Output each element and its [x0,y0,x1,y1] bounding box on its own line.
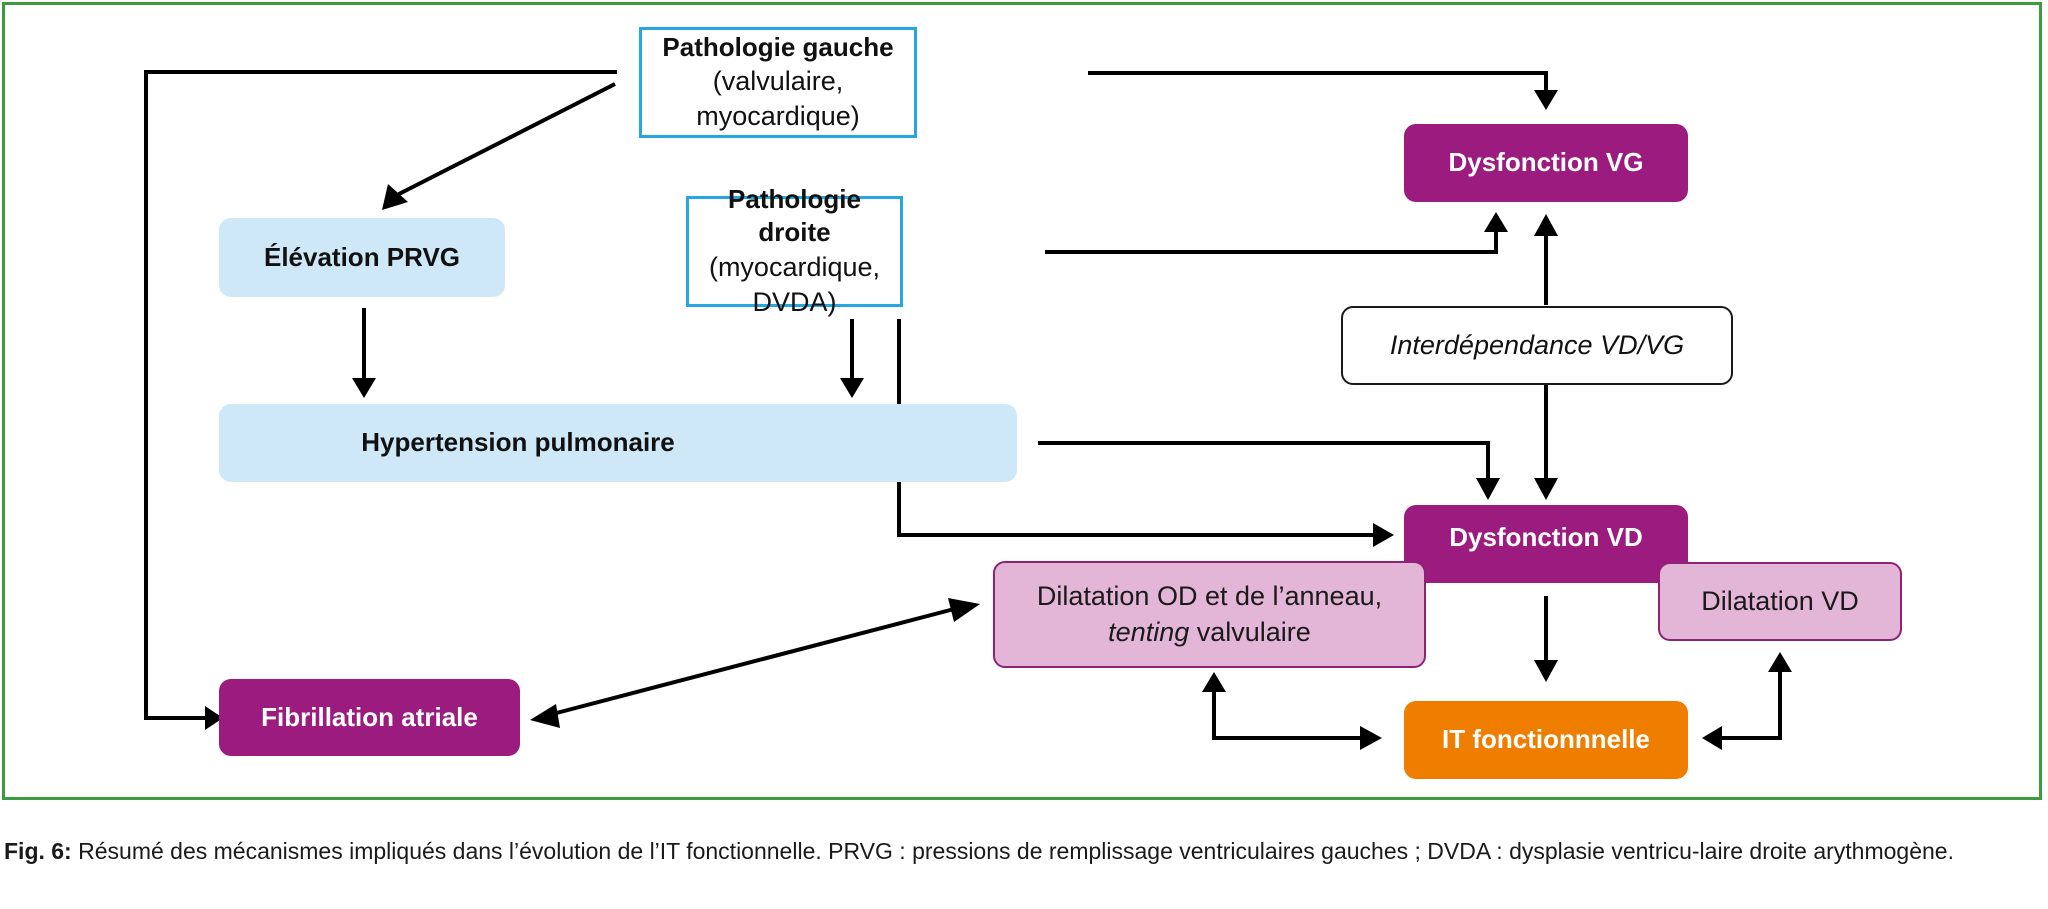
arrowhead [1534,90,1558,110]
node-elevation-prvg: Élévation PRVG [219,218,505,297]
node-dilatation-vd: Dilatation VD [1658,562,1902,641]
node-fibrillation-atriale: Fibrillation atriale [219,679,520,756]
arrowhead [530,704,560,728]
node-label-line1: Dilatation OD et de l’anneau, [1036,581,1383,612]
node-subtitle: (valvulaire, myocardique) [696,66,860,132]
edge-dilvd-it [1718,670,1782,740]
arrowhead [1373,523,1394,547]
node-label: Interdépendance VD/VG [1389,329,1685,360]
edge-pg-fa [144,70,617,720]
node-label: Dysfonction VG [1448,147,1644,178]
node-label: Fibrillation atriale [261,701,478,732]
node-label: Hypertension pulmonaire [361,427,675,458]
arrowhead [1360,726,1382,750]
arrowhead [1768,652,1792,672]
node-dilatation-od: Dilatation OD et de l’anneau, tenting va… [993,561,1426,668]
arrowhead [840,378,864,398]
node-label-line2: tenting valvulaire [1108,615,1311,650]
node-it-fonctionnelle: IT fonctionnnelle [1404,701,1688,779]
node-pathologie-gauche: Pathologie gauche (valvulaire, myocardiq… [639,27,917,138]
arrowhead [205,706,223,730]
edge-dilod-it [1212,690,1362,740]
arrowhead [382,184,408,210]
node-label: Dysfonction VD [1449,522,1643,552]
arrowhead [1702,726,1722,750]
node-subtitle: (myocardique, DVDA) [708,252,881,318]
node-pathologie-droite: Pathologie droite (myocardique, DVDA) [686,184,903,317]
figure-caption: Fig. 6: Résumé des mécanismes impliqués … [4,836,2044,867]
node-dysfonction-vg: Dysfonction VG [1404,124,1688,202]
edge-pg-elevation [394,82,616,198]
caption-label: Fig. 6: [4,838,72,864]
node-label-rest: valvulaire [1189,616,1311,647]
edge-htp-dysvd [1038,441,1490,482]
edge-pd-dysvg [1045,220,1498,254]
caption-text: Résumé des mécanismes impliqués dans l’é… [71,838,1954,864]
node-title: Pathologie gauche [662,31,894,62]
arrowhead [1534,478,1558,500]
arrowhead [1202,672,1226,692]
edge-pg-dysvg [1088,71,1548,100]
arrowhead [1534,660,1558,682]
arrowhead [948,598,980,622]
arrowhead [352,378,376,398]
figure-frame [2,2,2042,800]
arrowhead [1484,212,1508,232]
edge-dilod-fa [544,606,959,718]
node-interdependance-vd-vg: Interdépendance VD/VG [1341,306,1733,385]
node-label: IT fonctionnnelle [1442,724,1650,755]
italic-term: tenting [1108,616,1190,647]
arrowheads [205,90,1792,750]
node-label: Élévation PRVG [263,241,461,272]
node-label: Dilatation VD [1701,585,1859,616]
node-dysfonction-vd: Dysfonction VD [1404,505,1688,583]
arrowhead [1476,478,1500,500]
node-title: Pathologie droite [728,183,861,248]
arrowhead [1534,214,1558,236]
node-hypertension-pulmonaire: Hypertension pulmonaire [219,404,1017,482]
edge-pd-dysvd [897,319,1375,537]
